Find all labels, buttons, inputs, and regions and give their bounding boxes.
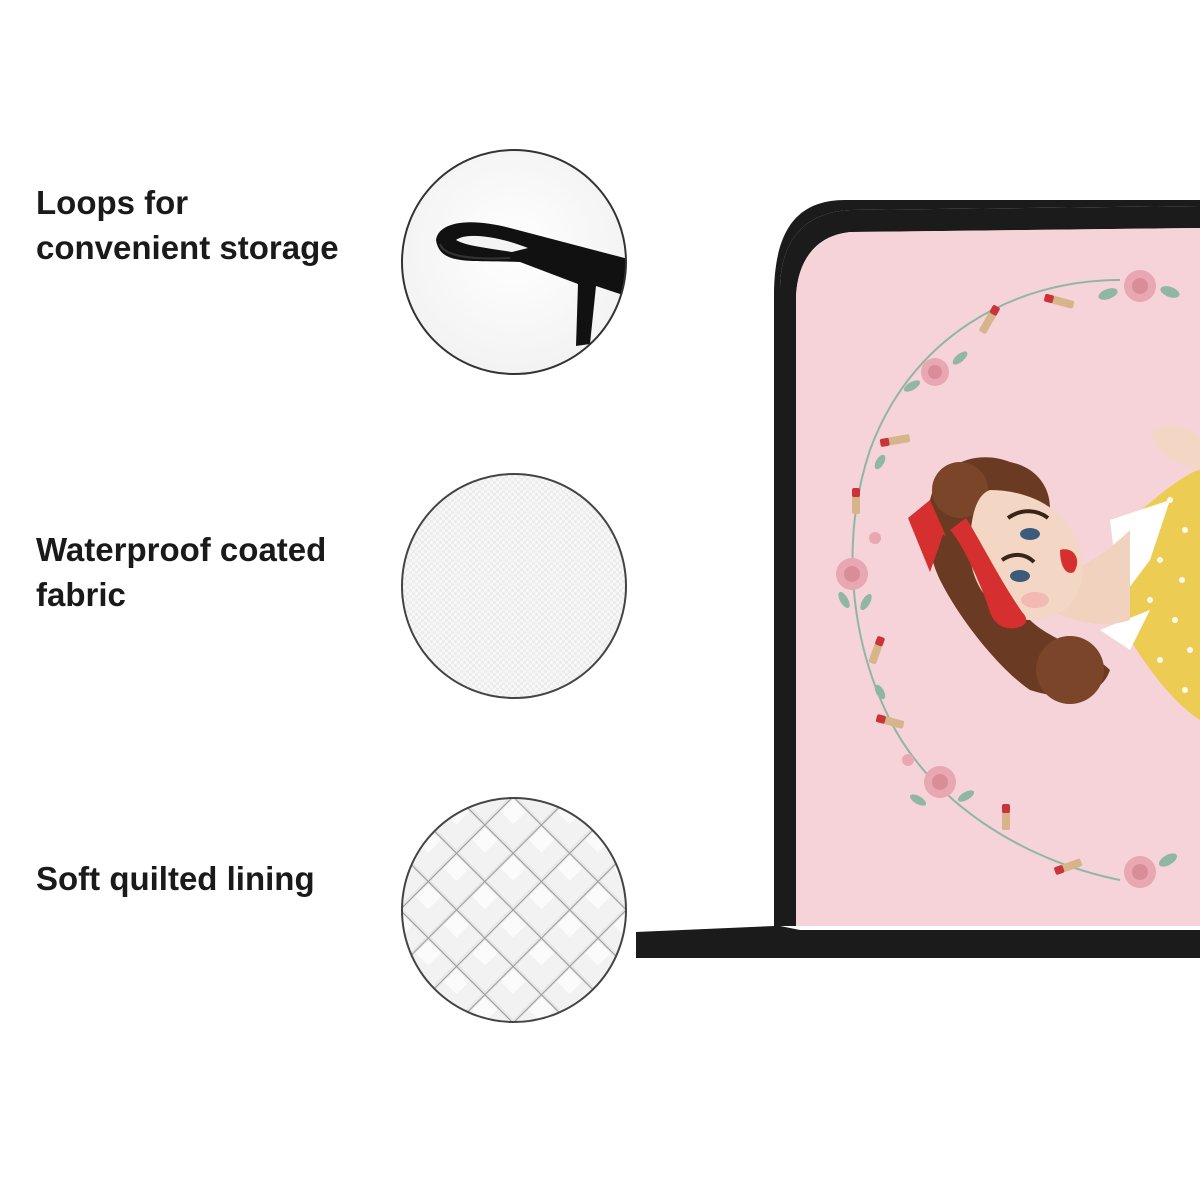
hanging-loop-icon xyxy=(400,148,628,376)
feature-label-line: convenient storage xyxy=(36,229,339,266)
feature-label-line: Soft quilted lining xyxy=(36,860,315,897)
feature-label-quilted: Soft quilted lining xyxy=(36,856,386,901)
coated-fabric-texture xyxy=(400,472,628,700)
pot-holder-product-image xyxy=(630,200,1200,960)
feature-label-line: fabric xyxy=(36,576,126,613)
quilted-lining-texture xyxy=(400,796,628,1024)
feature-label-line: Waterproof coated xyxy=(36,531,327,568)
feature-label-line: Loops for xyxy=(36,184,189,221)
feature-label-loops: Loops for convenient storage xyxy=(36,180,386,270)
feature-label-waterproof: Waterproof coated fabric xyxy=(36,527,386,617)
